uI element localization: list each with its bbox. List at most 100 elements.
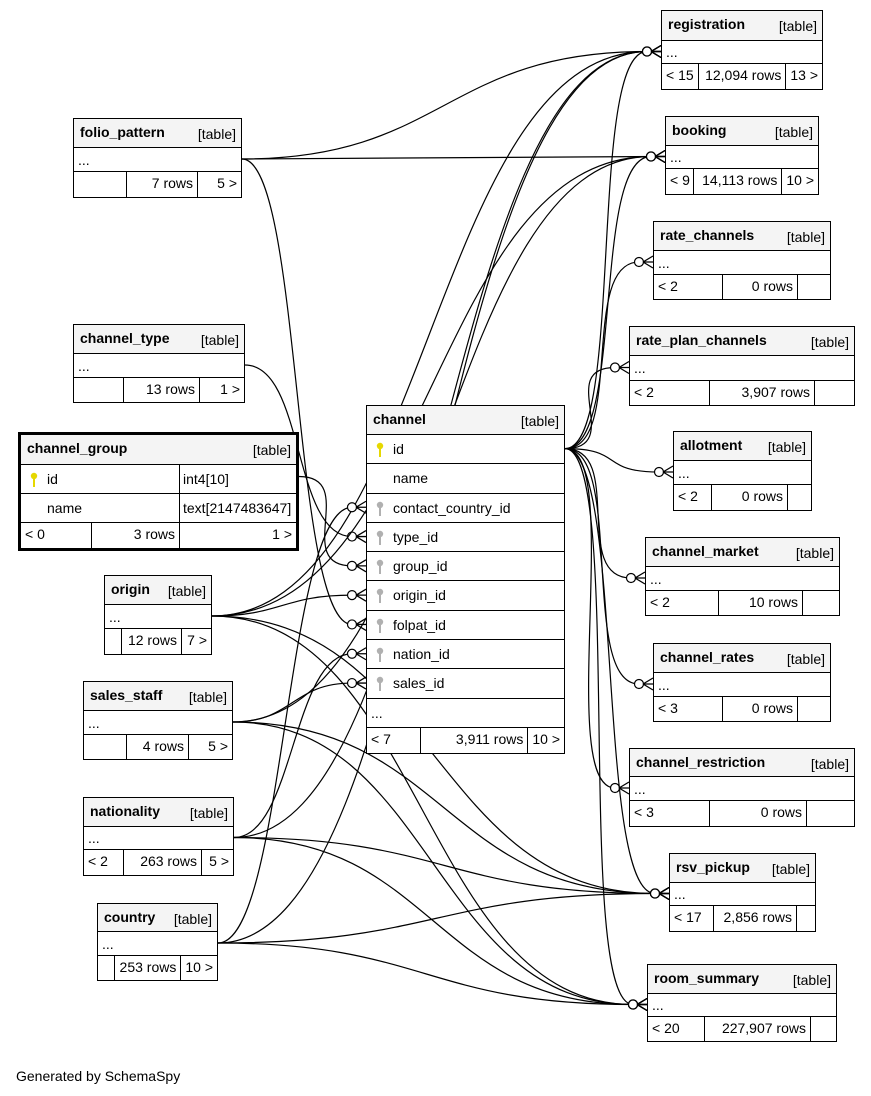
columns-ellipsis[interactable]: ...: [654, 251, 830, 275]
relationship-edge-nationality-to-channel-nation-id[interactable]: [233, 647, 367, 839]
columns-ellipsis[interactable]: ...: [74, 354, 244, 378]
table-header[interactable]: rate_plan_channels[table]: [630, 327, 854, 356]
columns-ellipsis[interactable]: ...: [630, 356, 854, 381]
table-name[interactable]: channel_rates: [660, 649, 755, 665]
children-count[interactable]: 1 >: [179, 523, 296, 548]
parents-count[interactable]: < 3: [658, 700, 678, 716]
parents-count[interactable]: [74, 172, 126, 197]
relationship-edge-sales-staff-to-room-summary[interactable]: [232, 721, 648, 1012]
relationship-edge-channel-to-channel-market[interactable]: [564, 448, 646, 585]
columns-ellipsis[interactable]: ...: [666, 146, 818, 169]
children-count[interactable]: [797, 697, 830, 721]
table-name[interactable]: rate_channels: [660, 227, 755, 243]
columns-ellipsis[interactable]: ...: [74, 148, 241, 172]
children-count[interactable]: 10 >: [527, 727, 564, 753]
children-count[interactable]: 7 >: [181, 629, 211, 654]
table-name[interactable]: room_summary: [654, 970, 760, 986]
table-name[interactable]: channel_type: [80, 330, 170, 346]
relationship-edge-country-to-rsv-pickup[interactable]: [217, 886, 670, 944]
columns-ellipsis[interactable]: ...: [662, 41, 822, 64]
children-count[interactable]: [810, 1017, 836, 1041]
columns-ellipsis[interactable]: ...: [84, 711, 232, 735]
parents-count[interactable]: < 3: [634, 804, 654, 820]
column-row-group-id[interactable]: group_id: [367, 552, 564, 582]
columns-ellipsis[interactable]: ...: [105, 605, 211, 629]
relationship-edge-folio-pattern-to-channel-folpat-id[interactable]: [241, 158, 367, 632]
table-name[interactable]: sales_staff: [90, 687, 163, 703]
table-header[interactable]: channel_type[table]: [74, 325, 244, 354]
parents-count[interactable]: < 7: [371, 730, 391, 747]
parents-count[interactable]: < 17: [674, 909, 702, 925]
table-name[interactable]: nationality: [90, 803, 161, 819]
table-header[interactable]: booking[table]: [666, 117, 818, 146]
children-count[interactable]: 5 >: [201, 850, 233, 875]
children-count[interactable]: [787, 485, 811, 510]
relationship-edge-sales-staff-to-channel-sales-id[interactable]: [232, 676, 367, 723]
columns-ellipsis[interactable]: ...: [674, 461, 811, 485]
columns-ellipsis[interactable]: ...: [630, 777, 854, 801]
table-header[interactable]: room_summary[table]: [648, 965, 836, 994]
parents-count[interactable]: < 2: [650, 594, 670, 610]
table-name[interactable]: rsv_pickup: [676, 859, 750, 875]
parents-count[interactable]: [84, 735, 126, 759]
parents-count[interactable]: < 2: [88, 853, 108, 869]
table-header[interactable]: rsv_pickup[table]: [670, 854, 815, 883]
table-name[interactable]: folio_pattern: [80, 124, 165, 140]
children-count[interactable]: 13 >: [785, 64, 822, 89]
table-header[interactable]: channel_rates[table]: [654, 644, 830, 673]
columns-ellipsis[interactable]: ...: [648, 994, 836, 1017]
relationship-edge-channel-to-rate-channels[interactable]: [564, 255, 654, 450]
column-row-sales-id[interactable]: sales_id: [367, 669, 564, 699]
column-row-contact-country-id[interactable]: contact_country_id: [367, 494, 564, 523]
columns-ellipsis[interactable]: ...: [367, 699, 564, 728]
table-header[interactable]: channel_group[table]: [21, 435, 296, 465]
parents-count[interactable]: < 0: [25, 526, 45, 542]
column-row-origin-id[interactable]: origin_id: [367, 581, 564, 611]
columns-ellipsis[interactable]: ...: [654, 673, 830, 697]
columns-ellipsis[interactable]: ...: [84, 827, 233, 850]
relationship-edge-country-to-channel-contact-country-id[interactable]: [217, 500, 367, 944]
table-name[interactable]: allotment: [680, 437, 743, 453]
parents-count[interactable]: < 20: [652, 1020, 680, 1036]
children-count[interactable]: 10 >: [180, 956, 217, 980]
children-count[interactable]: [814, 381, 854, 405]
table-name[interactable]: origin: [111, 581, 150, 597]
table-name[interactable]: rate_plan_channels: [636, 332, 767, 348]
table-header[interactable]: allotment[table]: [674, 432, 811, 461]
relationship-edge-channel-group-to-channel-group-id[interactable]: [298, 475, 367, 573]
column-row-name[interactable]: name: [367, 464, 564, 494]
relationship-edge-country-to-room-summary[interactable]: [217, 942, 648, 1012]
table-header[interactable]: channel_restriction[table]: [630, 749, 854, 777]
table-header[interactable]: registration[table]: [662, 11, 822, 41]
parents-count[interactable]: < 2: [634, 384, 654, 400]
relationship-edge-nationality-to-room-summary[interactable]: [233, 836, 648, 1012]
parents-count[interactable]: < 9: [670, 172, 690, 188]
relationship-edge-folio-pattern-to-booking[interactable]: [241, 149, 666, 164]
relationship-edge-origin-to-channel-origin-id[interactable]: [211, 588, 367, 617]
table-header[interactable]: channel_market[table]: [646, 538, 839, 567]
table-name[interactable]: registration: [668, 16, 746, 32]
relationship-edge-channel-to-allotment[interactable]: [564, 448, 674, 479]
table-name[interactable]: channel_restriction: [636, 754, 766, 770]
parents-count[interactable]: [105, 629, 121, 654]
parents-count[interactable]: [98, 956, 114, 980]
table-header[interactable]: country[table]: [98, 904, 217, 932]
table-name[interactable]: channel_group: [27, 440, 128, 456]
children-count[interactable]: [797, 275, 830, 299]
table-header[interactable]: sales_staff[table]: [84, 682, 232, 711]
relationship-edge-channel-to-rate-plan-channels[interactable]: [564, 360, 630, 450]
table-name[interactable]: channel_market: [652, 543, 759, 559]
